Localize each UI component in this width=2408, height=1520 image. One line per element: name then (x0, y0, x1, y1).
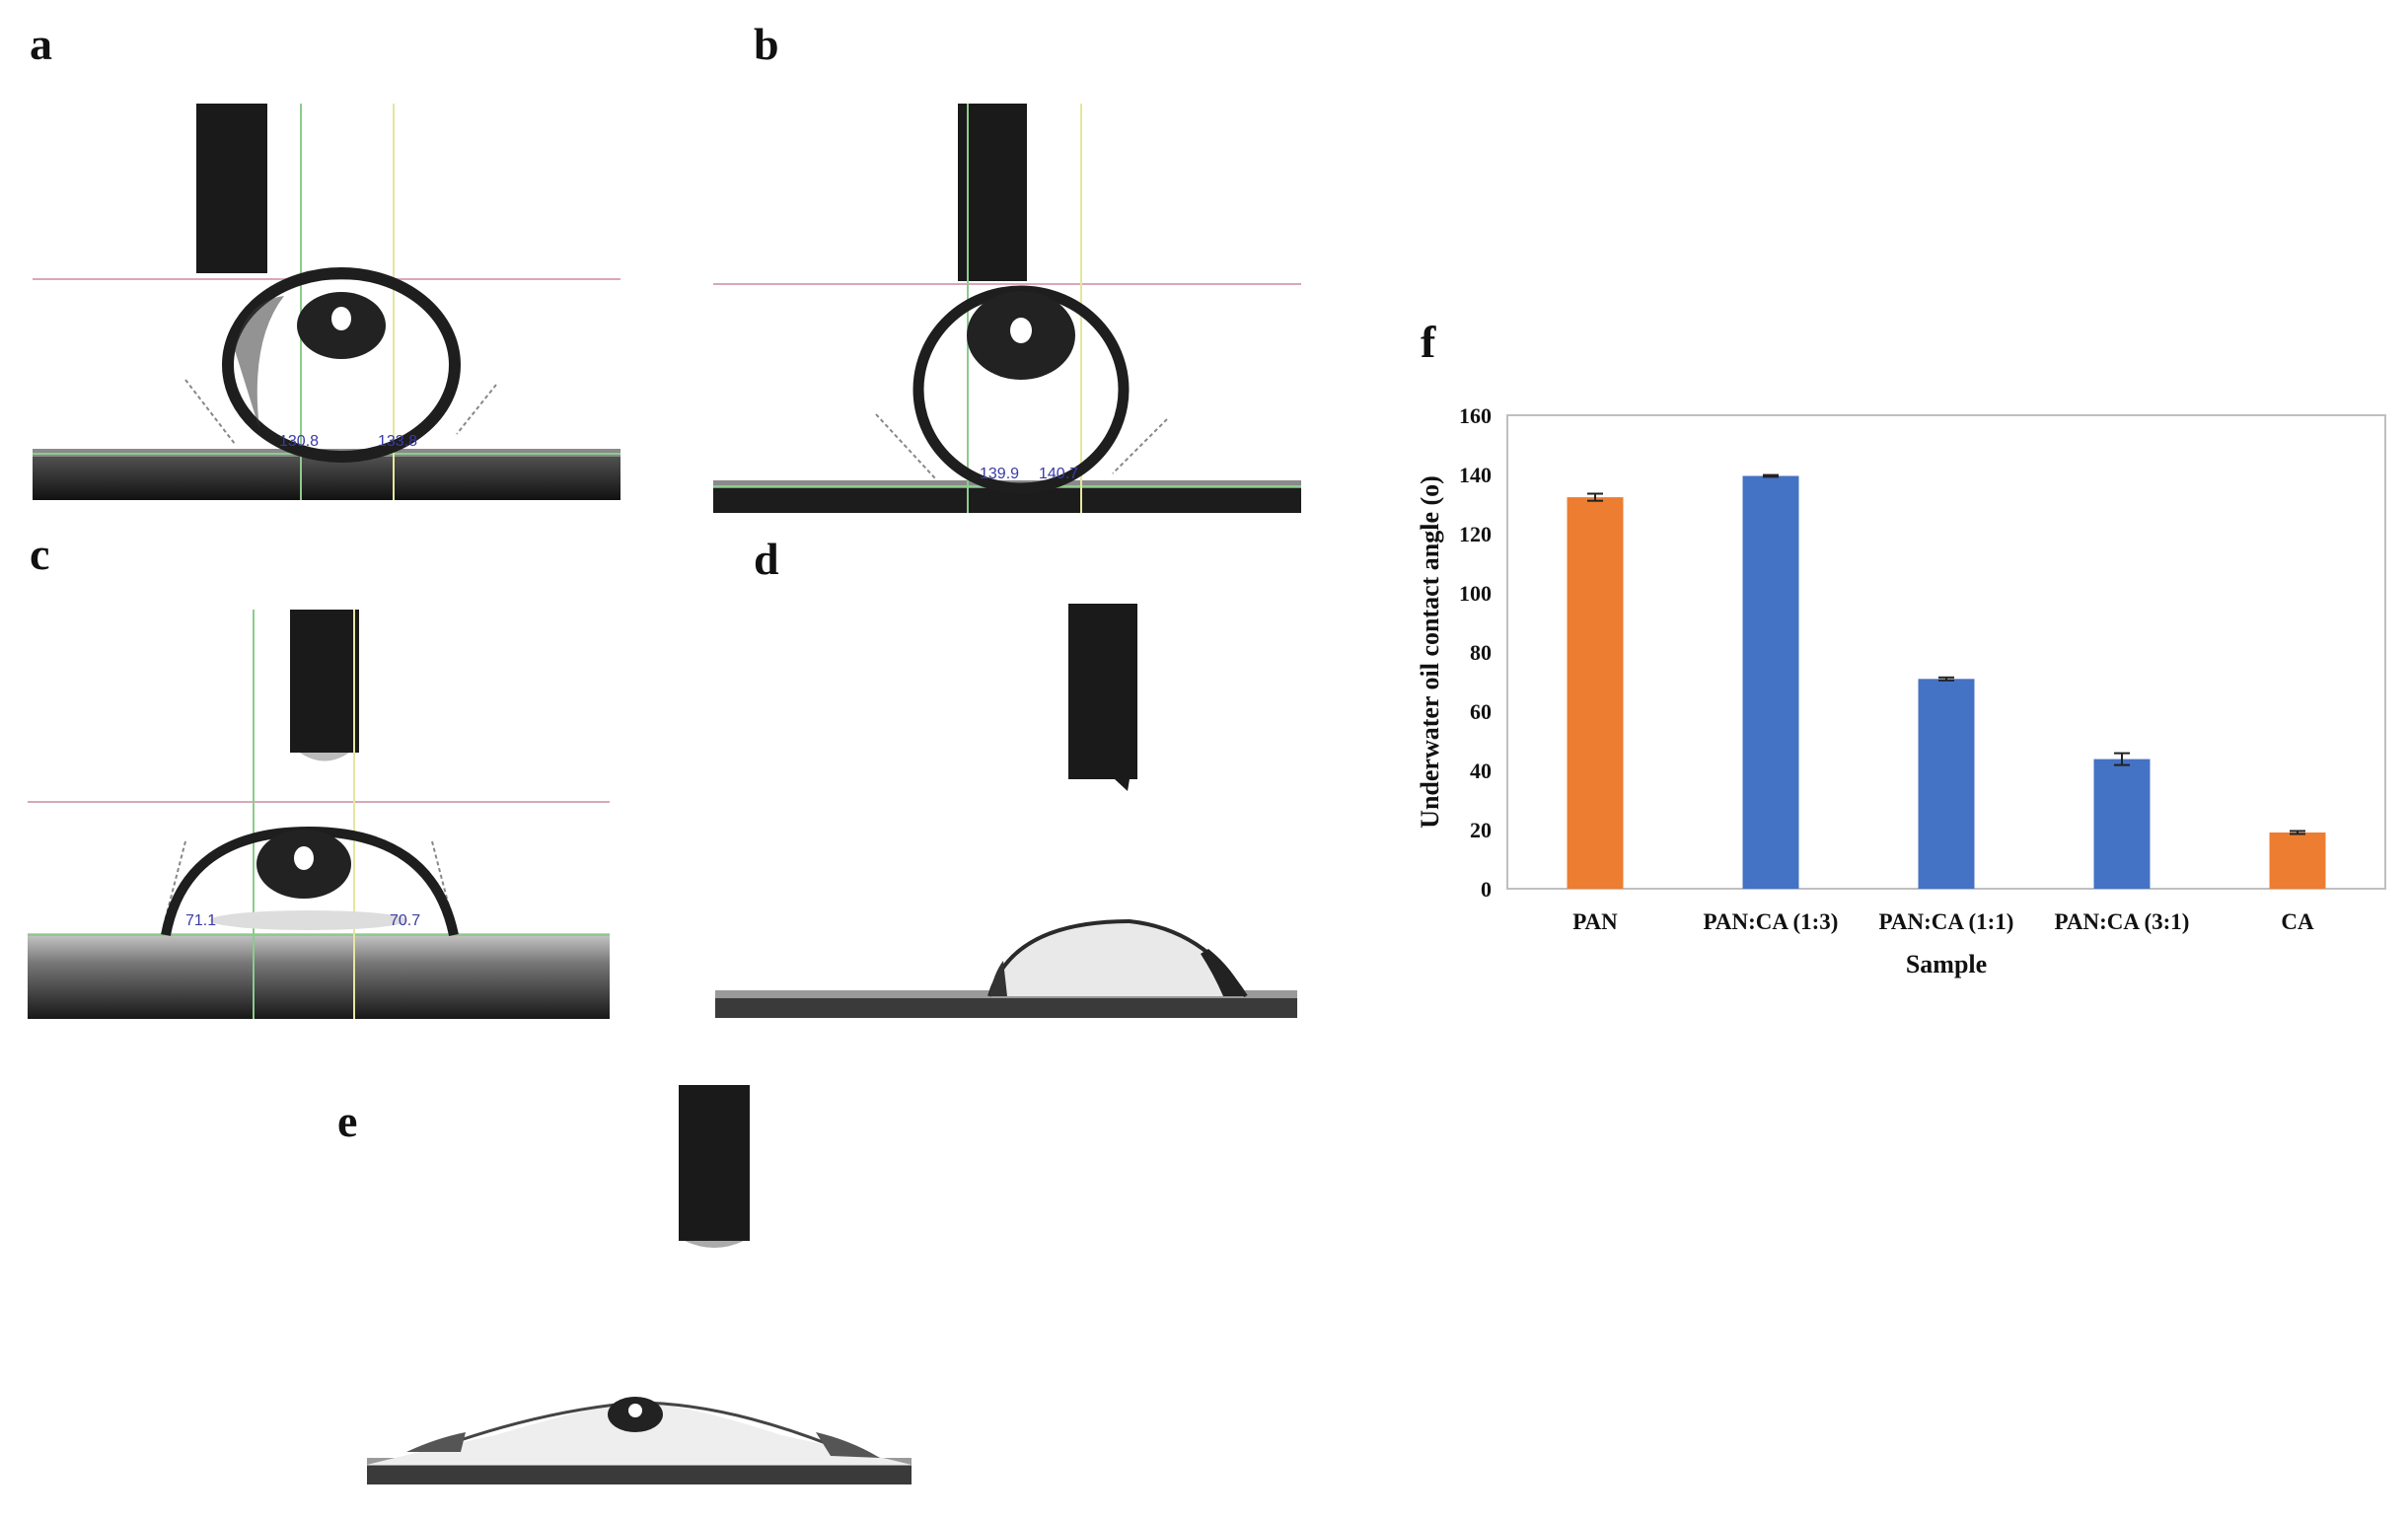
y-tick-label: 100 (1459, 581, 1492, 606)
droplet-photo-b: 139.9 140.7 (713, 104, 1301, 513)
y-tick-label: 0 (1481, 877, 1492, 902)
angle-label-c-right: 70.7 (390, 912, 420, 929)
y-tick-label: 40 (1470, 759, 1492, 783)
x-tick-label: PAN:CA (1:1) (1879, 909, 2014, 934)
contact-angle-bar-chart: 0 20 40 60 80 100 120 140 160 PAN PAN:CA (1:3) PAN… (1416, 403, 2386, 978)
angle-label-a-right: 133.8 (378, 433, 417, 450)
bar (1918, 679, 1975, 889)
droplet-photo-c: 71.1 70.7 (28, 610, 610, 1019)
angle-label-c-left: 71.1 (185, 912, 216, 929)
bar (2093, 759, 2151, 889)
x-tick-label: PAN (1572, 909, 1618, 934)
droplet-photo-d (715, 604, 1297, 1018)
y-tick-label: 140 (1459, 463, 1492, 487)
bar (2269, 832, 2326, 889)
panel-letter-d: d (754, 534, 779, 584)
y-tick-label: 160 (1459, 403, 1492, 428)
panel-letter-a: a (30, 19, 52, 69)
y-axis-label: Underwater oil contact angle (o) (1416, 475, 1444, 829)
y-tick-label: 120 (1459, 522, 1492, 546)
y-tick-label: 60 (1470, 699, 1492, 724)
x-tick-label: CA (2281, 909, 2314, 934)
panel-letter-f: f (1421, 317, 1436, 367)
bar (1567, 497, 1624, 889)
y-tick-label: 20 (1470, 818, 1492, 842)
x-tick-label: PAN:CA (1:3) (1704, 909, 1839, 934)
bar (1742, 475, 1799, 889)
y-tick-label: 80 (1470, 640, 1492, 665)
angle-label-a-left: 130.8 (279, 433, 319, 450)
panel-letter-b: b (754, 19, 779, 69)
x-tick-label: PAN:CA (3:1) (2055, 909, 2190, 934)
droplet-photo-e (367, 1085, 912, 1484)
panel-letter-c: c (30, 529, 50, 579)
droplet-photo-a: 130.8 133.8 (33, 104, 620, 500)
panel-letter-e: e (337, 1096, 358, 1146)
x-axis-label: Sample (1906, 950, 1987, 978)
angle-label-b-left: 139.9 (980, 466, 1019, 482)
angle-label-b-right: 140.7 (1039, 466, 1078, 482)
